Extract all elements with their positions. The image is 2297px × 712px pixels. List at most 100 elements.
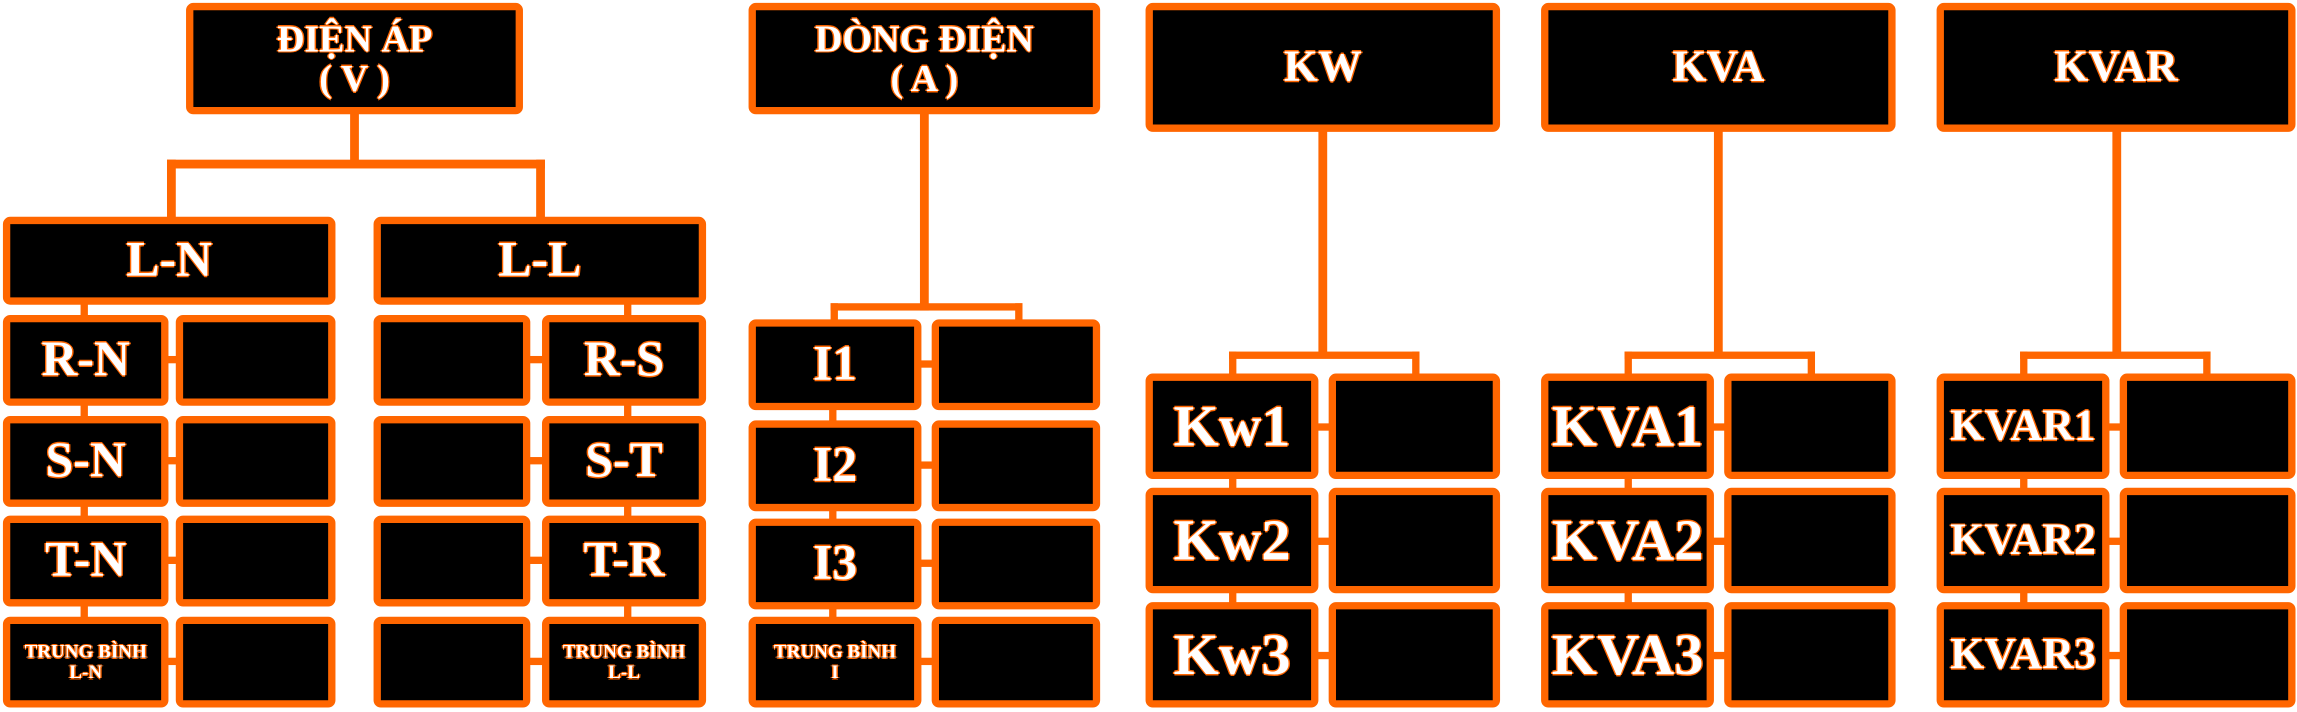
current-label-2-label: I2 [812, 438, 858, 493]
current-label-1-label: I1 [812, 337, 858, 392]
ln-header-label: L-N [126, 233, 213, 288]
current-label-3-label: I3 [812, 536, 858, 591]
ll-value-2 [373, 416, 531, 507]
current-tree-right [1015, 303, 1023, 323]
kw-value-1 [1328, 373, 1501, 480]
ll-label-1-label: R-S [583, 332, 665, 387]
kva-label-2: KVA2 [1541, 487, 1714, 594]
kvar-label-2-label: KVAR2 [1950, 516, 2096, 565]
voltage-tree-left [166, 159, 176, 220]
ln-value-1 [175, 314, 336, 406]
ln-label-2: S-N [2, 416, 169, 507]
ll-label-3-label: T-R [583, 533, 665, 588]
ln-label-2-label: S-N [45, 433, 126, 489]
current-value-1 [931, 319, 1101, 411]
kva-tree-bar [1624, 351, 1816, 359]
ln-label-3: T-N [2, 515, 169, 607]
current-header-label: DÒNG ĐIỆN ( A ) [814, 17, 1034, 100]
ln-value-2 [175, 416, 336, 507]
current-tree-bar [830, 303, 1023, 311]
kw-label-1-label: Kw1 [1173, 392, 1291, 459]
kw-label-2: Kw2 [1145, 487, 1319, 594]
kvar-row-connector [2105, 537, 2123, 545]
ll-label-2: S-T [542, 416, 707, 507]
kw-row-connector [1314, 537, 1332, 545]
kw-value-2 [1328, 487, 1501, 594]
kvar-value-2 [2119, 487, 2296, 594]
kva-header: KVA [1541, 2, 1896, 132]
kw-row-connector [1314, 423, 1332, 431]
ll-label-1: R-S [542, 314, 707, 406]
kw-tree-left [1229, 351, 1237, 377]
ll-row-connector [527, 355, 545, 364]
current-header: DÒNG ĐIỆN ( A ) [748, 2, 1101, 115]
ln-row-connector [164, 556, 179, 564]
current-tree-stem [919, 111, 929, 311]
kvar-label-1-label: KVAR1 [1950, 401, 2096, 451]
ln-row-connector [164, 355, 179, 364]
current-row-connector [918, 461, 935, 469]
kva-label-1-label: KVA1 [1551, 392, 1704, 459]
kvar-tree-left [2020, 351, 2028, 377]
kva-tree-right [1807, 351, 1816, 377]
current-value-3 [931, 518, 1101, 610]
current-label-3: I3 [748, 518, 922, 610]
kva-row-connector [1709, 537, 1728, 545]
ln-value-3 [175, 515, 336, 607]
kw-label-3-label: Kw3 [1173, 621, 1291, 688]
ll-value-4 [373, 616, 531, 708]
kva-label-2-label: KVA2 [1551, 506, 1704, 573]
kvar-value-3 [2119, 602, 2296, 708]
ll-row-connector [527, 657, 545, 666]
ll-value-1 [373, 314, 531, 406]
ln-row-connector [164, 457, 179, 465]
voltage-header-label: ĐIỆN ÁP ( V ) [276, 17, 433, 100]
current-label-4-label: TRUNG BÌNH I [773, 640, 897, 683]
current-label-2: I2 [748, 420, 922, 512]
kva-row-connector [1709, 423, 1728, 431]
kw-tree-stem [1318, 128, 1328, 356]
current-row-connector [918, 559, 935, 567]
ln-value-4 [175, 616, 336, 708]
kw-row-connector [1314, 651, 1332, 660]
ll-label-4: TRUNG BÌNH L-L [542, 616, 707, 708]
ln-label-3-label: T-N [45, 533, 127, 588]
kva-tree-left [1624, 351, 1632, 377]
ll-row-connector [527, 457, 545, 465]
kw-label-3: Kw3 [1145, 602, 1319, 708]
kva-value-3 [1724, 602, 1896, 708]
current-value-2 [931, 420, 1101, 512]
kvar-tree-right [2203, 351, 2211, 377]
kva-header-label: KVA [1672, 42, 1765, 92]
ln-header: L-N [2, 216, 336, 305]
kva-row-connector [1709, 651, 1728, 660]
kvar-header-label: KVAR [2054, 42, 2178, 92]
kw-tree-bar [1229, 351, 1420, 359]
kva-tree-stem [1713, 128, 1723, 356]
current-label-1: I1 [748, 319, 922, 411]
kw-header-label: KW [1283, 42, 1362, 92]
kvar-label-2: KVAR2 [1936, 487, 2110, 594]
kw-value-3 [1328, 602, 1501, 708]
kvar-value-1 [2119, 373, 2296, 480]
current-row-connector [918, 657, 935, 666]
ll-row-connector [527, 556, 545, 564]
kw-label-1: Kw1 [1145, 373, 1319, 480]
kvar-label-3: KVAR3 [1936, 602, 2110, 708]
kvar-label-1: KVAR1 [1936, 373, 2110, 480]
ll-header-label: L-L [498, 233, 582, 288]
ln-row-connector [164, 657, 179, 666]
voltage-tree-bar [166, 159, 545, 169]
ll-header: L-L [373, 216, 707, 305]
ln-label-4: TRUNG BÌNH L-N [2, 616, 169, 708]
kvar-tree-bar [2020, 351, 2211, 359]
kvar-tree-stem [2112, 128, 2122, 356]
current-connector [829, 407, 837, 625]
current-row-connector [918, 360, 935, 368]
ll-label-4-label: TRUNG BÌNH L-L [562, 640, 686, 683]
voltage-header: ĐIỆN ÁP ( V ) [186, 2, 523, 115]
kw-tree-right [1412, 351, 1420, 377]
ll-label-3: T-R [542, 515, 707, 607]
kva-label-3: KVA3 [1541, 602, 1714, 708]
